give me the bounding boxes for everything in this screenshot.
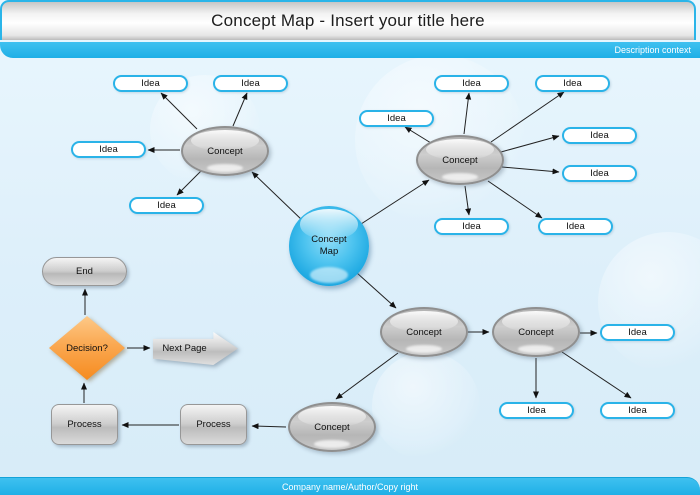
idea-node[interactable]: Idea bbox=[129, 197, 204, 214]
concept-node-bottom-c[interactable]: Concept bbox=[288, 402, 376, 452]
end-label: End bbox=[76, 266, 93, 277]
idea-label: Idea bbox=[563, 78, 582, 89]
idea-label: Idea bbox=[628, 405, 647, 416]
idea-label: Idea bbox=[590, 130, 609, 141]
concept-label: Concept bbox=[442, 154, 478, 166]
description-bar: Description context bbox=[0, 42, 700, 58]
background-bubble bbox=[598, 232, 700, 372]
background-bubble bbox=[372, 352, 480, 460]
decision-label: Decision? bbox=[66, 342, 108, 354]
connector[interactable] bbox=[251, 171, 304, 222]
concept-label: Concept bbox=[314, 421, 350, 433]
next-page-node[interactable]: Next Page bbox=[153, 332, 238, 365]
idea-node[interactable]: Idea bbox=[600, 402, 675, 419]
connector[interactable] bbox=[561, 351, 632, 399]
idea-node[interactable]: Idea bbox=[499, 402, 574, 419]
connector[interactable] bbox=[487, 180, 543, 219]
idea-label: Idea bbox=[157, 200, 176, 211]
description-context-label[interactable]: Description context bbox=[614, 45, 691, 55]
idea-node[interactable]: Idea bbox=[213, 75, 288, 92]
company-author-label[interactable]: Company name/Author/Copy right bbox=[281, 481, 419, 492]
central-topic-node[interactable]: Concept Map bbox=[289, 206, 369, 286]
idea-node[interactable]: Idea bbox=[434, 75, 509, 92]
concept-node-bottom-b[interactable]: Concept bbox=[492, 307, 580, 357]
title-bar: Concept Map - Insert your title here bbox=[0, 0, 696, 40]
idea-label: Idea bbox=[241, 78, 260, 89]
idea-label: Idea bbox=[590, 168, 609, 179]
idea-label: Idea bbox=[566, 221, 585, 232]
end-node[interactable]: End bbox=[42, 257, 127, 286]
idea-node[interactable]: Idea bbox=[562, 165, 637, 182]
concept-node-left[interactable]: Concept bbox=[181, 126, 269, 176]
decision-node[interactable]: Decision? bbox=[49, 316, 125, 380]
concept-node-right[interactable]: Concept bbox=[416, 135, 504, 185]
idea-label: Idea bbox=[141, 78, 160, 89]
idea-node[interactable]: Idea bbox=[600, 324, 675, 341]
page-title[interactable]: Concept Map - Insert your title here bbox=[211, 11, 485, 30]
idea-node[interactable]: Idea bbox=[538, 218, 613, 235]
connector[interactable] bbox=[360, 179, 430, 225]
concept-label: Concept bbox=[406, 326, 442, 338]
process-node-left[interactable]: Process bbox=[51, 404, 118, 445]
idea-node[interactable]: Idea bbox=[71, 141, 146, 158]
idea-label: Idea bbox=[99, 144, 118, 155]
footer-bar: Company name/Author/Copy right bbox=[0, 477, 700, 495]
connector[interactable] bbox=[232, 92, 248, 127]
concept-label: Concept bbox=[207, 145, 243, 157]
idea-label: Idea bbox=[462, 221, 481, 232]
connector[interactable] bbox=[176, 170, 202, 196]
connector[interactable] bbox=[463, 92, 472, 135]
concept-label: Concept bbox=[518, 326, 554, 338]
idea-node[interactable]: Idea bbox=[113, 75, 188, 92]
idea-label: Idea bbox=[462, 78, 481, 89]
idea-label: Idea bbox=[527, 405, 546, 416]
idea-node[interactable]: Idea bbox=[562, 127, 637, 144]
connector[interactable] bbox=[500, 134, 560, 153]
connector[interactable] bbox=[464, 185, 472, 216]
connector[interactable] bbox=[356, 272, 397, 309]
idea-node[interactable]: Idea bbox=[434, 218, 509, 235]
next-page-label: Next Page bbox=[162, 343, 207, 354]
connector[interactable] bbox=[501, 166, 560, 175]
idea-label: Idea bbox=[628, 327, 647, 338]
idea-label: Idea bbox=[387, 113, 406, 124]
connector[interactable] bbox=[404, 126, 432, 144]
connector[interactable] bbox=[335, 352, 399, 400]
process-label: Process bbox=[196, 419, 231, 430]
process-node-right[interactable]: Process bbox=[180, 404, 247, 445]
concept-node-bottom-a[interactable]: Concept bbox=[380, 307, 468, 357]
idea-node[interactable]: Idea bbox=[359, 110, 434, 127]
connector[interactable] bbox=[490, 91, 565, 143]
idea-node[interactable]: Idea bbox=[535, 75, 610, 92]
connector[interactable] bbox=[160, 92, 198, 130]
connector[interactable] bbox=[251, 423, 287, 430]
central-topic-label: Concept Map bbox=[311, 234, 347, 257]
process-label: Process bbox=[67, 419, 102, 430]
